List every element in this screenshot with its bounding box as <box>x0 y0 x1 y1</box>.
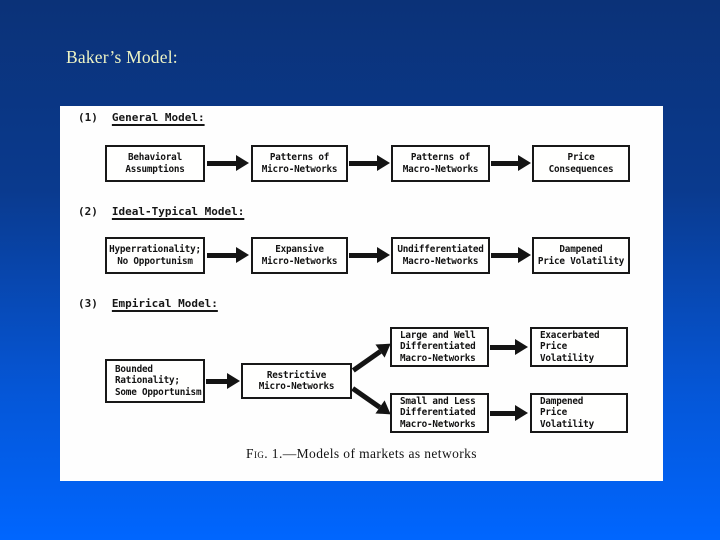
arrow-head <box>227 373 240 389</box>
arrow-shaft <box>206 378 227 384</box>
arrow-right-icon <box>349 155 390 171</box>
arrow-right-icon <box>206 373 240 389</box>
arrow-right-icon <box>491 247 531 263</box>
section-header-ideal-typical: (2) Ideal-Typical Model: <box>78 205 244 218</box>
arrow-right-icon <box>490 405 528 421</box>
box-dampened-price-volatility-ideal: Dampened Price Volatility <box>532 237 630 274</box>
box-behavioral-assumptions: Behavioral Assumptions <box>105 145 205 182</box>
section-header-empirical: (3) Empirical Model: <box>78 297 218 310</box>
arrow-shaft <box>491 252 518 258</box>
box-large-well-differentiated: Large and Well Differentiated Macro-Netw… <box>390 327 489 367</box>
arrow-head <box>236 155 249 171</box>
box-expansive-micro-networks: Expansive Micro-Networks <box>251 237 348 274</box>
box-hyperrationality: Hyperrationality; No Opportunism <box>105 237 205 274</box>
arrow-shaft <box>351 385 382 409</box>
slide-title: Baker’s Model: <box>66 47 178 67</box>
box-exacerbated-price-volatility: Exacerbated Price Volatility <box>530 327 628 367</box>
arrow-shaft <box>349 252 377 258</box>
box-patterns-macro-networks: Patterns of Macro-Networks <box>391 145 490 182</box>
arrow-right-icon <box>207 155 249 171</box>
section-header-general: (1) General Model: <box>78 111 205 124</box>
figure-caption-text: —Models of markets as networks <box>282 446 477 461</box>
arrow-right-icon <box>349 247 390 263</box>
arrow-shaft <box>207 252 236 258</box>
section-number: (1) <box>78 111 98 124</box>
box-small-less-differentiated: Small and Less Differentiated Macro-Netw… <box>390 393 489 433</box>
section-number: (2) <box>78 205 98 218</box>
arrow-right-icon <box>490 339 528 355</box>
arrow-shaft <box>490 344 515 350</box>
arrow-shaft <box>490 410 515 416</box>
figure-caption: Fig. 1.—Models of markets as networks <box>60 446 663 462</box>
box-bounded-rationality: Bounded Rationality; Some Opportunism <box>105 359 205 403</box>
arrow-head <box>377 247 390 263</box>
arrow-head <box>236 247 249 263</box>
arrow-head <box>377 155 390 171</box>
arrow-shaft <box>349 160 377 166</box>
section-label: Empirical Model: <box>111 297 218 310</box>
arrow-right-icon <box>207 247 249 263</box>
arrow-head <box>515 405 528 421</box>
box-price-consequences: Price Consequences <box>532 145 630 182</box>
arrow-shaft <box>491 160 518 166</box>
arrow-up-right-icon <box>348 337 396 376</box>
arrow-head <box>518 155 531 171</box>
arrow-down-right-icon <box>348 381 396 421</box>
box-undifferentiated-macro-networks: Undifferentiated Macro-Networks <box>391 237 490 274</box>
section-label: Ideal-Typical Model: <box>111 205 245 218</box>
box-restrictive-micro-networks: Restrictive Micro-Networks <box>241 363 352 399</box>
section-label: General Model: <box>111 111 205 124</box>
box-patterns-micro-networks: Patterns of Micro-Networks <box>251 145 348 182</box>
arrow-head <box>515 339 528 355</box>
section-number: (3) <box>78 297 98 310</box>
figure-caption-number: Fig. 1. <box>246 446 283 461</box>
box-dampened-price-volatility-empirical: Dampened Price Volatility <box>530 393 628 433</box>
figure-panel: (1) General Model: Behavioral Assumption… <box>60 106 663 481</box>
arrow-right-icon <box>491 155 531 171</box>
arrow-shaft <box>351 349 382 373</box>
arrow-shaft <box>207 160 236 166</box>
arrow-head <box>518 247 531 263</box>
